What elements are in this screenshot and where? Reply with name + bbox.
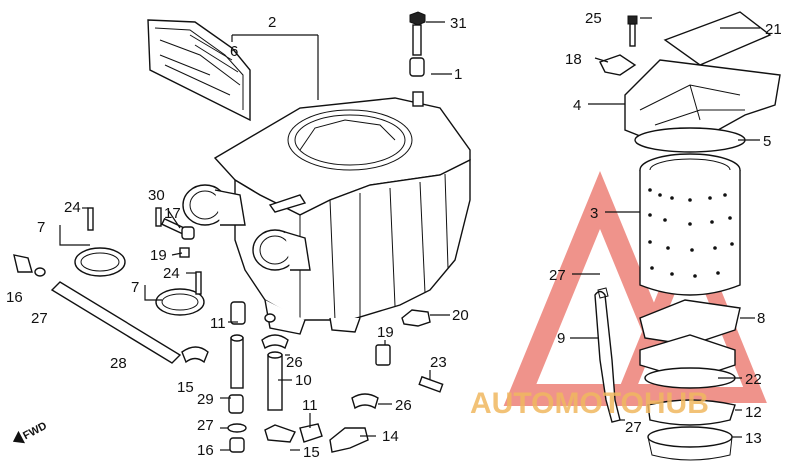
callout-19-lower: 19 <box>377 324 394 341</box>
callout-30: 30 <box>148 187 165 204</box>
callout-27-bottom: 27 <box>197 417 214 434</box>
filter-base-assembly <box>639 299 741 461</box>
hose-clamp-upper <box>74 247 126 277</box>
callout-2: 2 <box>268 14 276 31</box>
callout-23: 23 <box>430 354 447 371</box>
callout-31: 31 <box>450 15 467 32</box>
callout-1: 1 <box>454 66 462 83</box>
callout-11-upper: 11 <box>210 315 226 332</box>
callout-28: 28 <box>110 355 127 372</box>
air-box-housing <box>182 91 471 335</box>
filter-perforations <box>648 188 734 278</box>
callout-16-lower: 16 <box>197 442 214 459</box>
callout-3: 3 <box>590 205 598 222</box>
callout-17: 17 <box>164 205 181 222</box>
callout-8: 8 <box>757 310 765 327</box>
forward-direction-marker: FWD <box>12 420 49 444</box>
filter-cover <box>599 11 781 153</box>
callout-7-lower: 7 <box>131 279 139 296</box>
watermark-text: AUTOMOTOHUB <box>470 387 709 420</box>
callout-4: 4 <box>573 97 581 114</box>
callout-19-upper: 19 <box>150 247 167 264</box>
callout-20: 20 <box>452 307 469 324</box>
callout-24-upper: 24 <box>64 199 81 216</box>
callout-15-upper: 15 <box>177 379 194 396</box>
callout-24-lower: 24 <box>163 265 180 282</box>
callout-10: 10 <box>295 372 312 389</box>
drain-hose <box>594 287 621 423</box>
callout-14: 14 <box>382 428 399 445</box>
callout-18: 18 <box>565 51 582 68</box>
callout-27-left: 27 <box>31 310 48 327</box>
hose-clamp-lower <box>155 288 205 316</box>
breather-hose <box>50 281 182 364</box>
screw-set-left <box>13 207 202 295</box>
leader-lines <box>59 17 760 451</box>
drain-tubes <box>181 301 444 453</box>
callout-9: 9 <box>557 330 565 347</box>
callout-13: 13 <box>745 430 762 447</box>
callout-22: 22 <box>745 371 762 388</box>
callout-12: 12 <box>745 404 762 421</box>
callout-26-lower: 26 <box>395 397 412 414</box>
callout-labels: 2 31 25 21 6 1 18 4 5 3 30 24 7 17 19 24… <box>6 10 782 461</box>
screw-31 <box>409 11 426 77</box>
callout-21: 21 <box>765 21 782 38</box>
callout-29: 29 <box>197 391 214 408</box>
air-filter-element <box>639 153 741 296</box>
side-cover-plate <box>147 19 251 122</box>
callout-25: 25 <box>585 10 602 27</box>
fwd-label: FWD <box>21 420 49 442</box>
callout-26-upper: 26 <box>286 354 303 371</box>
callout-27-right: 27 <box>549 267 566 284</box>
callout-27-filter: 27 <box>625 419 642 436</box>
callout-16-upper: 16 <box>6 289 23 306</box>
callout-15-lower: 15 <box>303 444 320 461</box>
callout-7-upper: 7 <box>37 219 45 236</box>
callout-6: 6 <box>230 43 238 60</box>
callout-5: 5 <box>763 133 771 150</box>
callout-11-lower: 11 <box>302 397 318 414</box>
